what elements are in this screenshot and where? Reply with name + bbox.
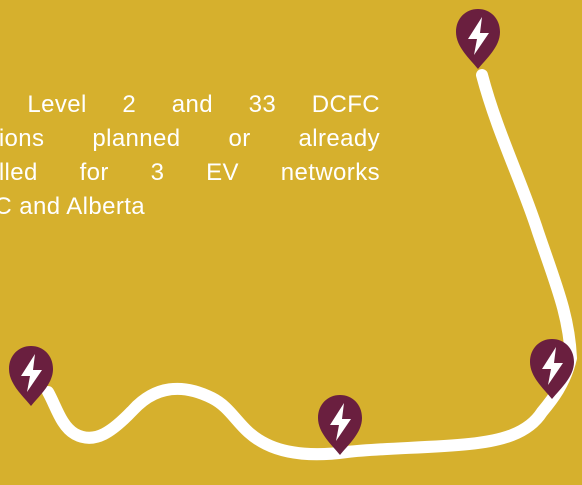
lightning-bolt-icon [542,347,563,385]
lightning-bolt-icon [21,354,42,392]
lightning-bolt-icon [330,403,351,441]
lightning-bolt-icon [468,17,489,55]
summary-line-3: talled for 3 EV networks [0,159,380,186]
charging-location-pin-icon [526,335,578,401]
charging-location-pin-icon [5,342,57,408]
charging-location-pin-icon [314,391,366,457]
summary-line-1: 0 Level 2 and 33 DCFC [0,91,380,118]
summary-line-2: ations planned or already [0,125,380,152]
network-summary-text: 0 Level 2 and 33 DCFC ations planned or … [0,88,380,224]
summary-line-4: BC and Alberta [0,193,146,220]
charging-location-pin-icon [452,5,504,71]
